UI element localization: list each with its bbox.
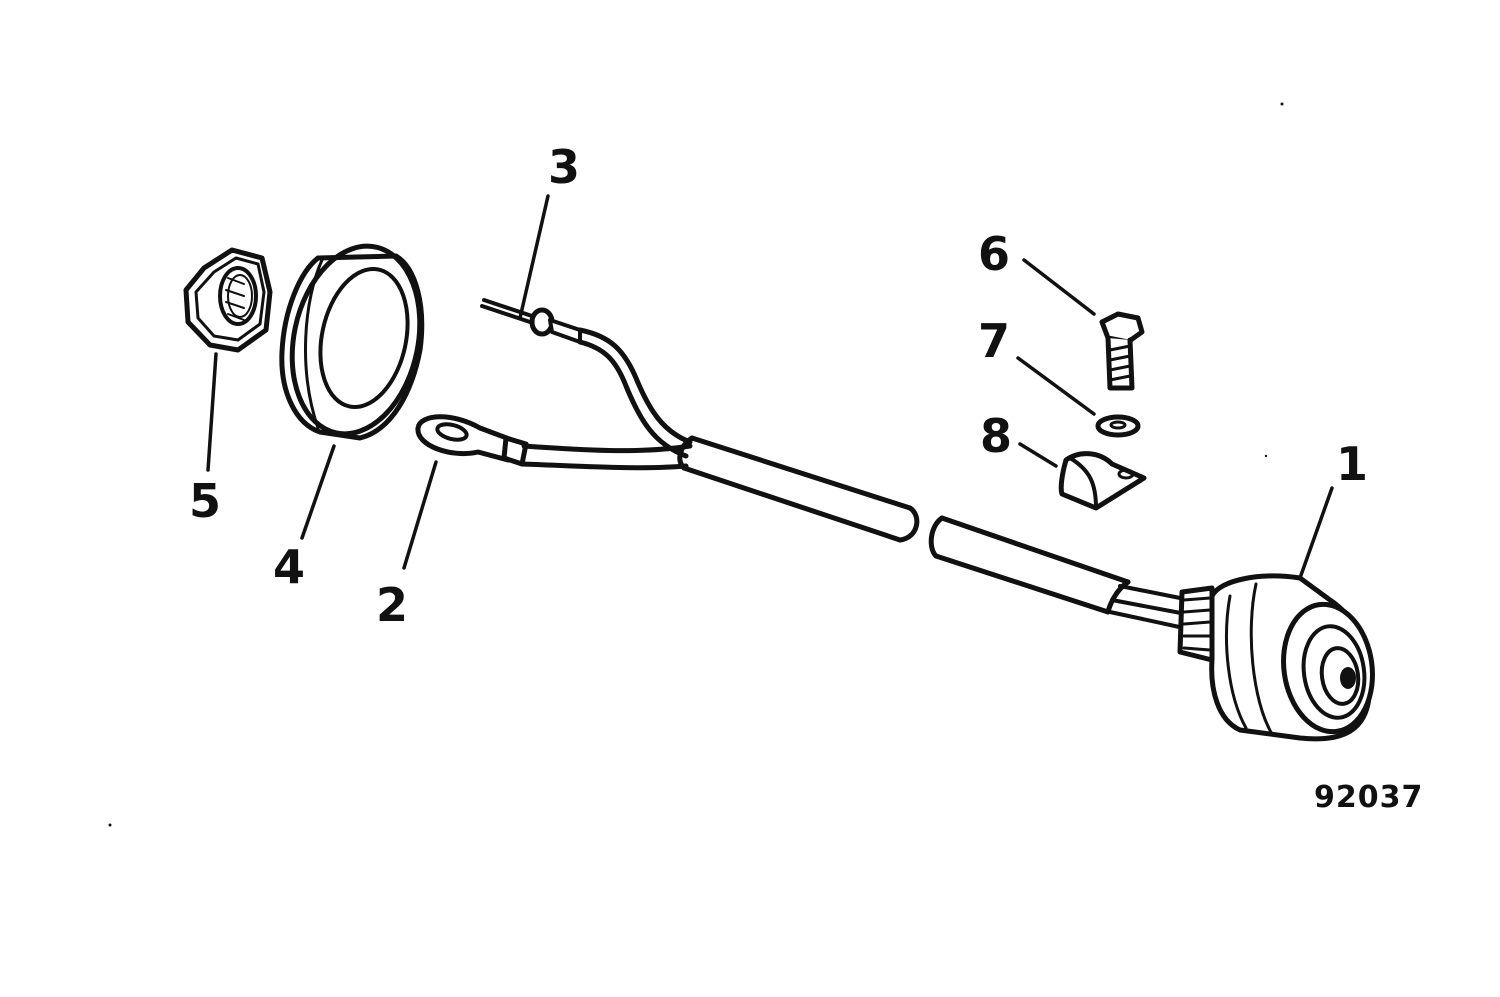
cable-sheath-left [677, 435, 920, 543]
scan-speck [1264, 454, 1268, 458]
callout-7: 7 [978, 314, 1010, 368]
leader-4 [300, 444, 336, 540]
leader-8 [1018, 442, 1058, 468]
leader-7 [1016, 356, 1096, 416]
ring-terminal-wire [415, 414, 693, 471]
hex-nut [183, 247, 273, 353]
cable-clamp [1058, 451, 1147, 511]
callout-5: 5 [189, 474, 221, 528]
leader-lines [206, 194, 1334, 580]
pin-terminal-wire [480, 298, 693, 459]
sender-switch [1177, 573, 1375, 742]
callout-4: 4 [273, 540, 305, 594]
grommet-ring [279, 243, 425, 441]
callout-2: 2 [376, 578, 408, 632]
leader-3 [518, 194, 550, 320]
callout-3: 3 [548, 140, 580, 194]
callout-6: 6 [978, 227, 1010, 281]
scan-speck [108, 823, 112, 827]
screw [1099, 311, 1145, 391]
scan-speck [1280, 102, 1284, 106]
figure-code: 92037 [1314, 780, 1423, 815]
callout-1: 1 [1336, 437, 1368, 491]
leader-2 [402, 460, 438, 570]
cable-sheath-right [928, 515, 1192, 630]
callout-8: 8 [980, 409, 1012, 463]
washer [1095, 414, 1141, 438]
leader-5 [206, 352, 218, 472]
leader-1 [1298, 486, 1334, 580]
leader-6 [1022, 258, 1096, 316]
